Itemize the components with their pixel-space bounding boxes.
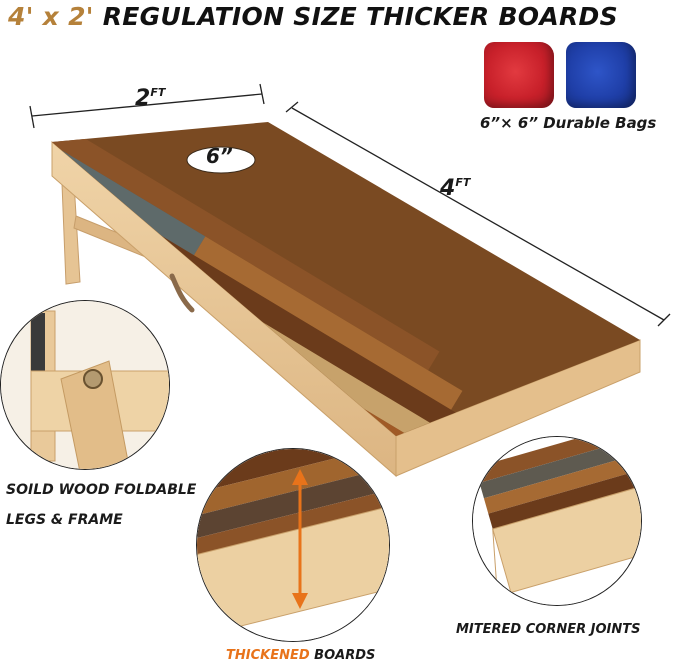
- width-label: 2FT: [135, 86, 165, 111]
- headline: 4' x 2' REGULATION SIZE THICKER BOARDS: [8, 0, 679, 34]
- hole-label: 6”: [206, 144, 233, 168]
- length-dimension-line: [285, 101, 671, 327]
- legs-caption-line1: SOILD WOOD FOLDABLE: [6, 482, 197, 498]
- width-value: 2: [135, 86, 151, 111]
- bags-caption: 6”× 6” Durable Bags: [480, 114, 657, 132]
- legs-detail-circle: [0, 300, 170, 470]
- headline-text: REGULATION SIZE THICKER BOARDS: [93, 2, 618, 31]
- thickened-rest: BOARDS: [309, 648, 376, 663]
- blue-bean-bag: [566, 42, 636, 108]
- width-unit: FT: [150, 86, 166, 99]
- mitered-detail-circle: [472, 436, 642, 606]
- headline-size: 4' x 2': [8, 2, 94, 31]
- thickened-accent: THICKENED: [226, 648, 310, 663]
- red-bean-bag: [484, 42, 554, 108]
- length-label: 4FT: [440, 176, 470, 201]
- length-value: 4: [440, 176, 456, 201]
- thickened-caption: THICKENED BOARDS: [226, 648, 375, 663]
- mitered-caption: MITERED CORNER JOINTS: [456, 622, 641, 637]
- length-unit: FT: [455, 176, 471, 189]
- thickened-detail-circle: [196, 448, 390, 642]
- board-hole: [186, 146, 256, 174]
- width-dimension-line: [29, 83, 265, 129]
- legs-caption-line2: LEGS & FRAME: [6, 512, 123, 528]
